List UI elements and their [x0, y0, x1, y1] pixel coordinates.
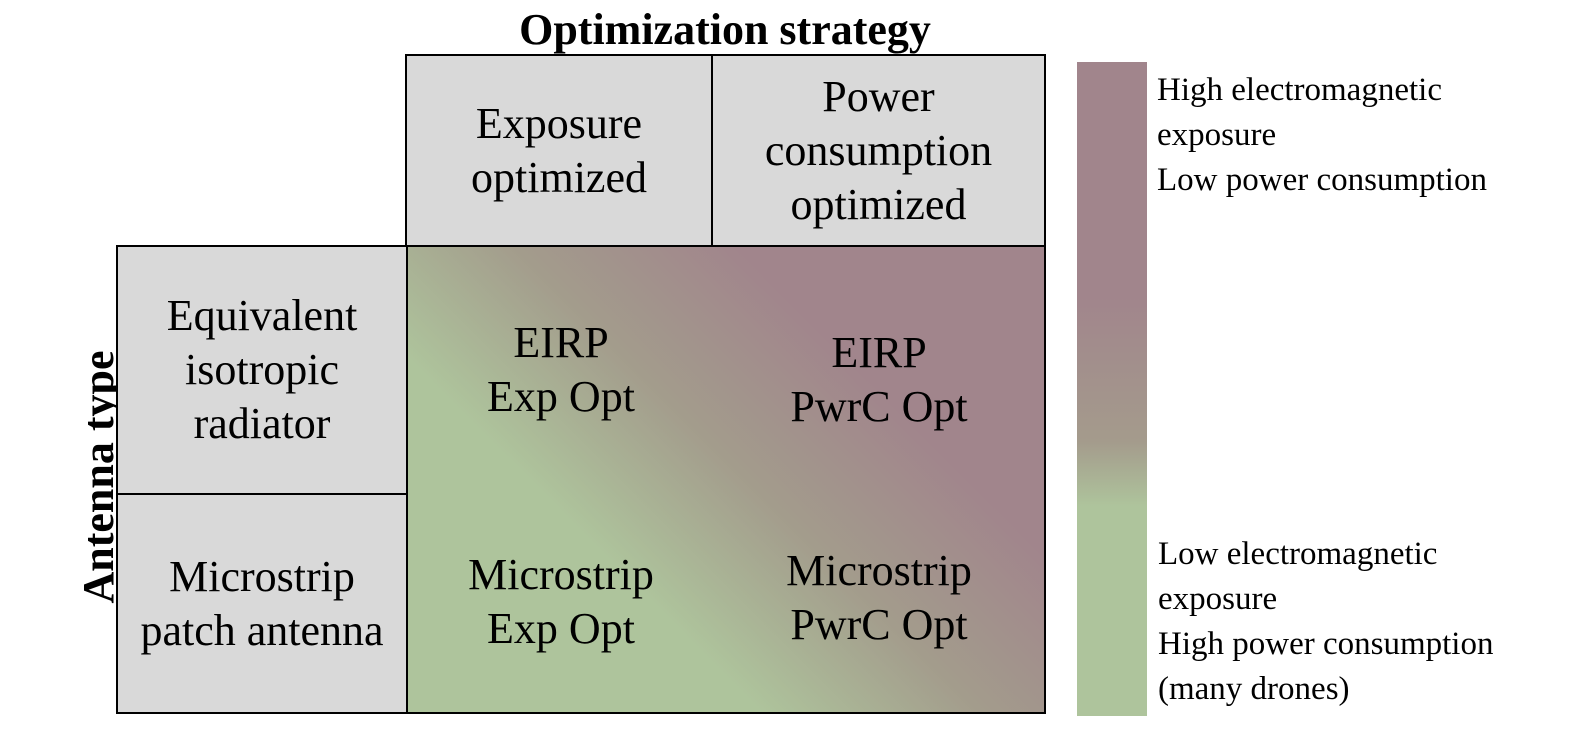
legend-line: (many drones) — [1158, 670, 1350, 707]
row-header-line: Equivalent — [166, 291, 358, 341]
row-header-line: patch antenna — [140, 605, 384, 655]
column-axis-title: Optimization strategy — [519, 5, 931, 54]
cell-microstrip-exp-opt: Microstrip Exp Opt — [408, 522, 714, 682]
legend-line: exposure — [1157, 116, 1277, 153]
cell-line: EIRP — [513, 318, 609, 368]
cell-eirp-exp-opt: EIRP Exp Opt — [408, 290, 714, 450]
color-scale-bar — [1077, 62, 1147, 716]
legend-top-text: High electromagnetic exposure Low power … — [1157, 68, 1487, 203]
cell-line: Exp Opt — [487, 372, 635, 421]
cell-line: Microstrip — [468, 550, 654, 600]
column-header-line: Power — [822, 72, 935, 122]
legend-bottom-text: Low electromagnetic exposure High power … — [1158, 532, 1493, 712]
legend-line: exposure — [1158, 580, 1278, 617]
column-header-line: Exposure — [475, 99, 643, 149]
row-header-microstrip: Microstrip patch antenna — [116, 493, 408, 714]
row-header-line: Microstrip — [169, 551, 355, 601]
legend-line: High power consumption — [1158, 625, 1494, 662]
cell-line: EIRP — [831, 328, 927, 378]
column-header-line: optimized — [471, 153, 647, 202]
cell-line: PwrC Opt — [790, 382, 968, 431]
row-header-line: isotropic — [185, 345, 339, 395]
column-header-exposure: Exposure optimized — [405, 54, 713, 248]
legend-line: Low electromagnetic — [1158, 536, 1438, 572]
cell-line: PwrC Opt — [790, 600, 968, 649]
legend-line: High electromagnetic — [1157, 72, 1442, 108]
cell-line: Microstrip — [786, 546, 972, 596]
column-header-line: optimized — [790, 179, 967, 229]
result-matrix — [406, 245, 1046, 714]
cell-eirp-pwrc-opt: EIRP PwrC Opt — [714, 300, 1044, 460]
legend-line: Low power consumption — [1157, 161, 1487, 198]
cell-line: Exp Opt — [487, 604, 635, 653]
column-header-power: Power consumption optimized — [711, 54, 1046, 248]
row-header-isotropic: Equivalent isotropic radiator — [116, 245, 408, 495]
cell-microstrip-pwrc-opt: Microstrip PwrC Opt — [714, 518, 1044, 678]
column-header-line: consumption — [764, 126, 993, 176]
row-header-line: radiator — [193, 398, 331, 448]
